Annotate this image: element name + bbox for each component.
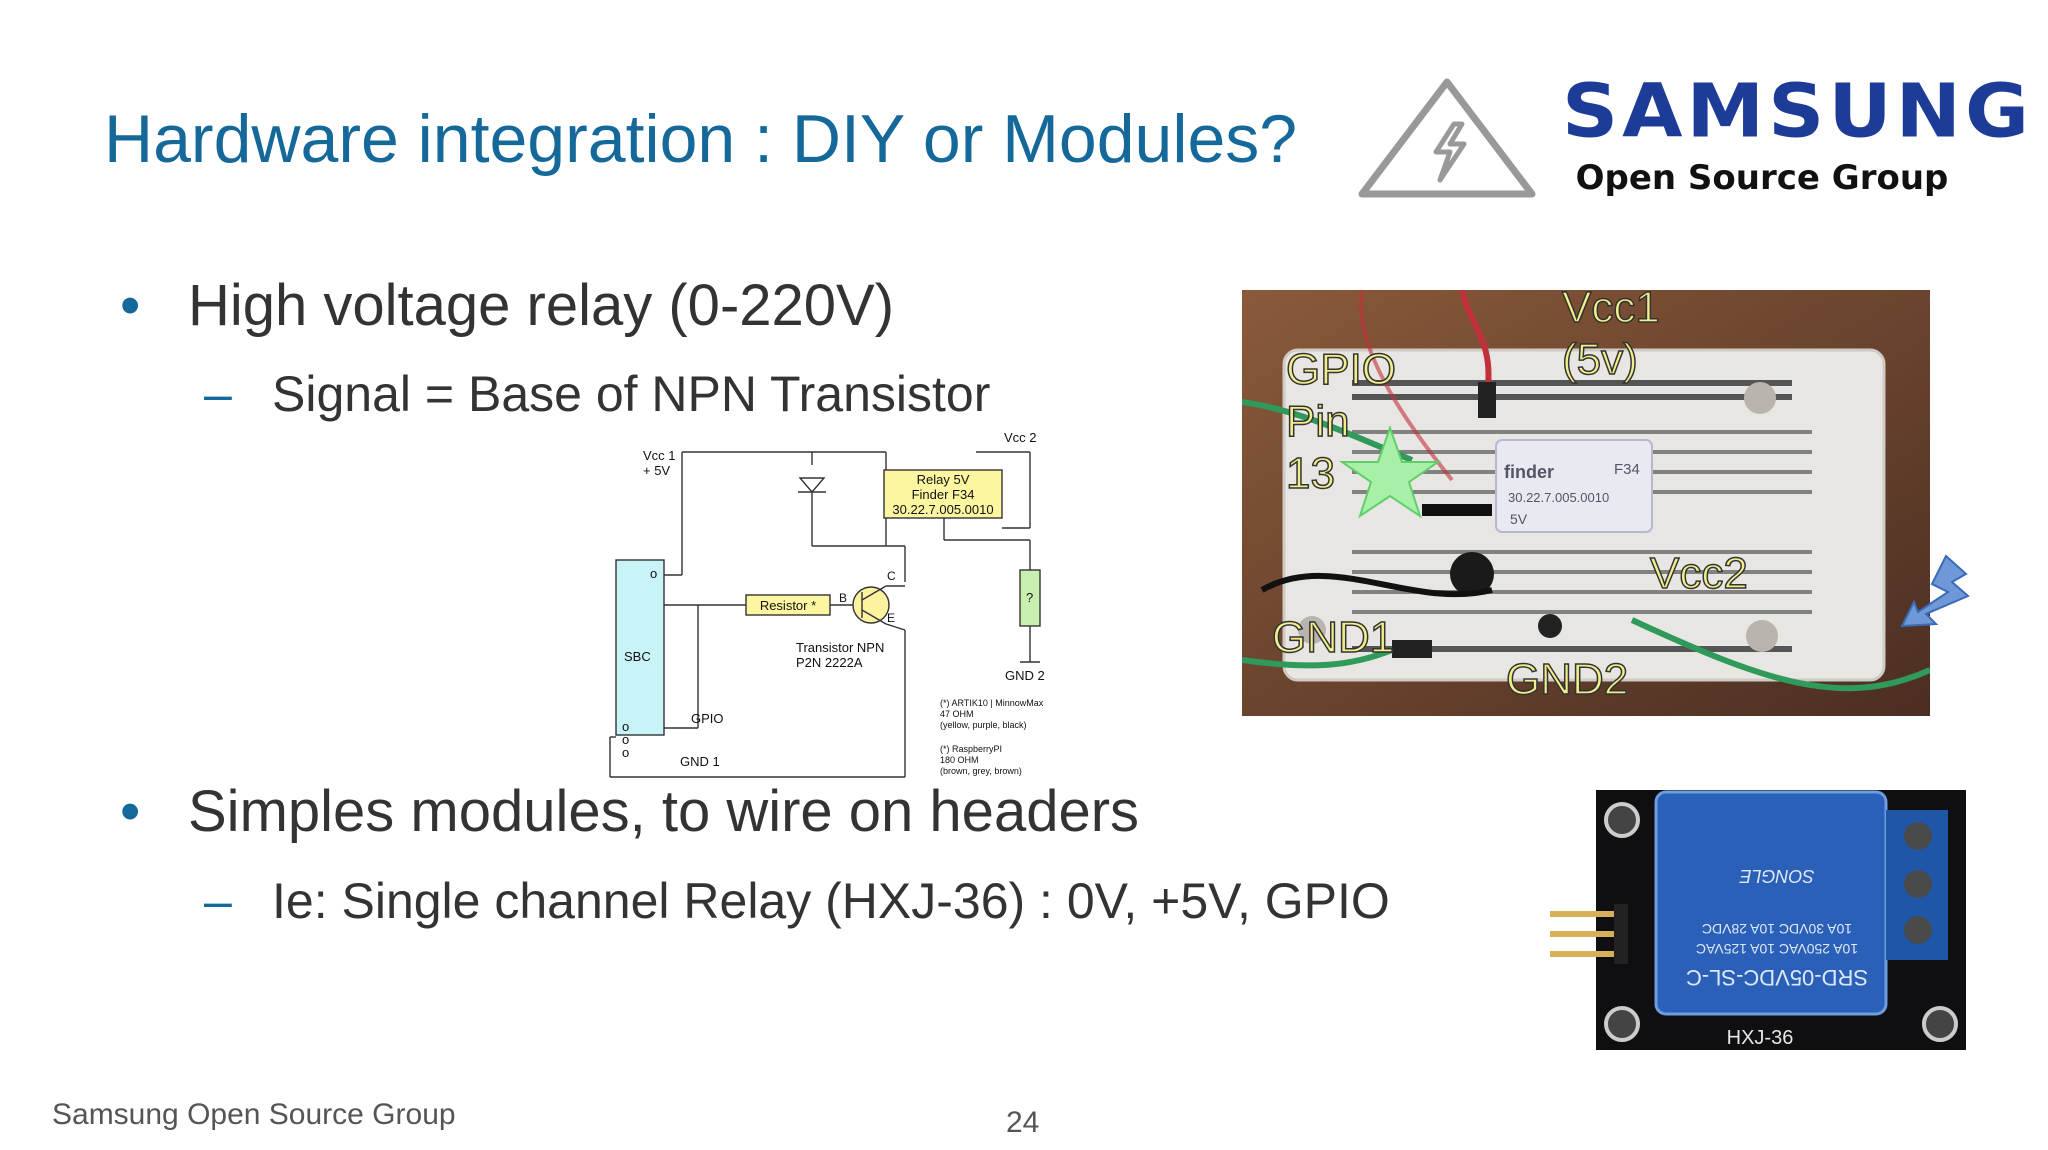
bullet-1-text: High voltage relay (0-220V) xyxy=(188,273,895,338)
breadboard-relay-brand: finder xyxy=(1504,462,1554,482)
sub-bullet-marker: – xyxy=(204,873,232,929)
breadboard-label-gnd1: GND1 xyxy=(1271,612,1395,663)
breadboard-image: finder F34 30.22.7.005.0010 5V xyxy=(1242,290,1930,716)
schematic-gnd1: GND 1 xyxy=(680,754,720,769)
sub-bullet-2: –Ie: Single channel Relay (HXJ-36) : 0V,… xyxy=(204,872,1390,930)
bullet-2-text: Simples modules, to wire on headers xyxy=(188,779,1140,844)
bullet-2: • Simples modules, to wire on headers xyxy=(120,778,1139,845)
slide-title: Hardware integration : DIY or Modules? xyxy=(104,101,1298,177)
breadboard-relay-part: 30.22.7.005.0010 xyxy=(1508,490,1609,505)
schematic-vcc2: Vcc 2 xyxy=(1004,430,1037,445)
schematic-pin-o: o xyxy=(650,566,657,581)
high-voltage-warning-icon xyxy=(1358,78,1536,198)
bullet-1: • High voltage relay (0-220V) xyxy=(120,272,894,339)
relay-module-photo: SRD-05VDC-SL-C 10A 250VAC 10A 125VAC 10A… xyxy=(1550,790,1966,1050)
logo-brand: SAMSUNG xyxy=(1562,69,2033,155)
schematic-vcc1-volt: + 5V xyxy=(643,463,670,478)
schematic-pin-o: o xyxy=(622,745,629,760)
schematic-pin-o: o xyxy=(622,732,629,747)
schematic-relay-l1: Relay 5V xyxy=(917,472,970,487)
lightning-bolt-icon xyxy=(1900,554,1970,628)
module-label: HXJ-36 xyxy=(1727,1027,1794,1049)
schematic-relay-l3: 30.22.7.005.0010 xyxy=(892,502,993,517)
schematic-note2-l2: 180 OHM xyxy=(940,755,979,765)
footer-text: Samsung Open Source Group xyxy=(52,1098,456,1131)
bullet-marker: • xyxy=(120,779,141,844)
schematic-note1-l1: (*) ARTIK10 | MinnowMax xyxy=(940,698,1044,708)
module-relay-l3: 10A 30VDC 10A 28VDC xyxy=(1702,921,1852,937)
schematic-relay-l2: Finder F34 xyxy=(912,487,975,502)
page-number: 24 xyxy=(1006,1106,1040,1139)
schematic-transistor-l2: P2N 2222A xyxy=(796,655,863,670)
schematic-sbc: SBC xyxy=(624,649,651,664)
module-relay-l1: SRD-05VDC-SL-C xyxy=(1686,965,1868,990)
schematic-load: ? xyxy=(1026,590,1033,605)
schematic-pin-e: E xyxy=(887,611,895,625)
sub-bullet-1: –Signal = Base of NPN Transistor xyxy=(204,365,990,423)
samsung-logo: SAMSUNG Open Source Group xyxy=(1562,69,2033,198)
breadboard-label-vcc1: Vcc1 (5v) xyxy=(1561,282,1660,385)
schematic-transistor-l1: Transistor NPN xyxy=(796,640,884,655)
module-relay-l2: 10A 250VAC 10A 125VAC xyxy=(1696,941,1858,957)
breadboard-label-gpio: GPIO Pin 13 xyxy=(1285,344,1397,499)
schematic-pin-c: C xyxy=(887,569,896,583)
breadboard-relay-model: F34 xyxy=(1614,461,1640,478)
sub-bullet-marker: – xyxy=(204,366,232,422)
logo-subtitle: Open Source Group xyxy=(1575,158,1949,198)
schematic-note2-l3: (brown, grey, brown) xyxy=(940,766,1022,776)
relay-schematic: Vcc 1 + 5V Vcc 2 Relay 5V Finder F34 30.… xyxy=(609,430,1045,778)
sub-bullet-2-text: Ie: Single channel Relay (HXJ-36) : 0V, … xyxy=(272,873,1390,929)
breadboard-label-vcc2: Vcc2 xyxy=(1649,548,1748,599)
schematic-note1-l2: 47 OHM xyxy=(940,709,974,719)
schematic-note2-l1: (*) RaspberryPI xyxy=(940,744,1002,754)
breadboard-photo: finder F34 30.22.7.005.0010 5V GPIO Pin … xyxy=(1242,282,1930,716)
schematic-note1-l3: (yellow, purple, black) xyxy=(940,720,1027,730)
schematic-gpio: GPIO xyxy=(691,711,724,726)
schematic-gnd2: GND 2 xyxy=(1005,668,1045,683)
schematic-pin-o: o xyxy=(622,719,629,734)
schematic-pin-b: B xyxy=(839,591,847,605)
breadboard-label-gnd2: GND2 xyxy=(1505,654,1629,705)
schematic-resistor: Resistor * xyxy=(760,598,816,613)
bullet-marker: • xyxy=(120,273,141,338)
star-marker xyxy=(1338,424,1442,519)
schematic-vcc1: Vcc 1 xyxy=(643,448,676,463)
module-relay-brand: SONGLE xyxy=(1738,866,1814,886)
sub-bullet-1-text: Signal = Base of NPN Transistor xyxy=(272,366,991,422)
breadboard-relay-volt: 5V xyxy=(1510,511,1528,527)
